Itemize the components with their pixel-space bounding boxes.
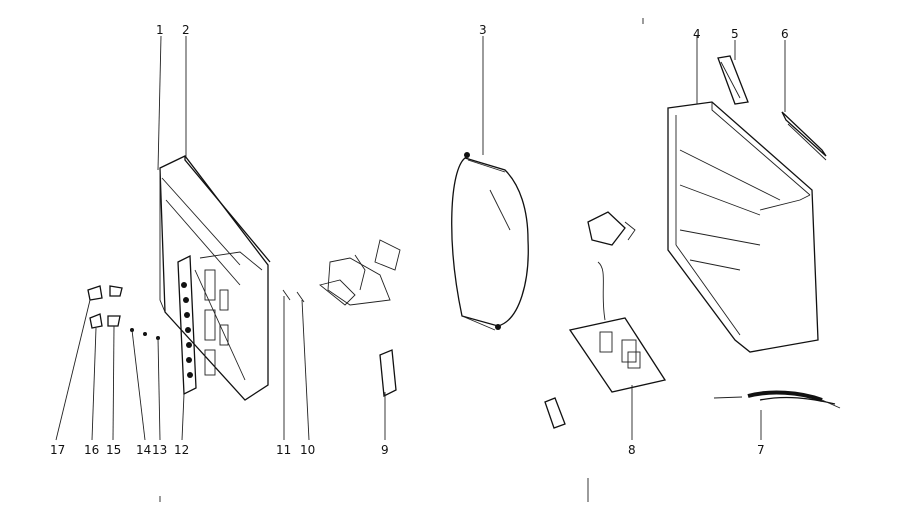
- callout-16: 16: [84, 443, 99, 457]
- rear-cabinet: [667, 101, 819, 353]
- center-shell: [451, 152, 529, 331]
- callout-9: 9: [381, 443, 389, 457]
- callout-8: 8: [628, 443, 636, 457]
- callout-5: 5: [731, 27, 739, 41]
- callout-12: 12: [174, 443, 189, 457]
- callout-13: 13: [152, 443, 167, 457]
- rail-part: [781, 111, 827, 161]
- callout-1: 1: [156, 23, 164, 37]
- callout-17: 17: [50, 443, 65, 457]
- bracket-part: [717, 55, 749, 105]
- circuit-board: [568, 261, 667, 393]
- callout-4: 4: [693, 27, 701, 41]
- knobs: [87, 285, 160, 340]
- small-clip-part: [544, 397, 566, 429]
- leader-lines: [55, 35, 786, 441]
- callout-2: 2: [182, 23, 190, 37]
- callout-labels: 1 2 3 4 5 6 7 8 9 10 11 12 13 14 15 16 1…: [50, 23, 789, 457]
- power-cord: [713, 390, 841, 409]
- callout-14: 14: [136, 443, 151, 457]
- chassis-parts: [282, 239, 401, 398]
- callout-15: 15: [106, 443, 121, 457]
- callout-3: 3: [479, 23, 487, 37]
- callout-10: 10: [300, 443, 315, 457]
- callout-11: 11: [276, 443, 291, 457]
- callout-7: 7: [757, 443, 765, 457]
- yoke-part: [587, 211, 636, 246]
- front-bezel-panel: [159, 155, 271, 401]
- callout-6: 6: [781, 27, 789, 41]
